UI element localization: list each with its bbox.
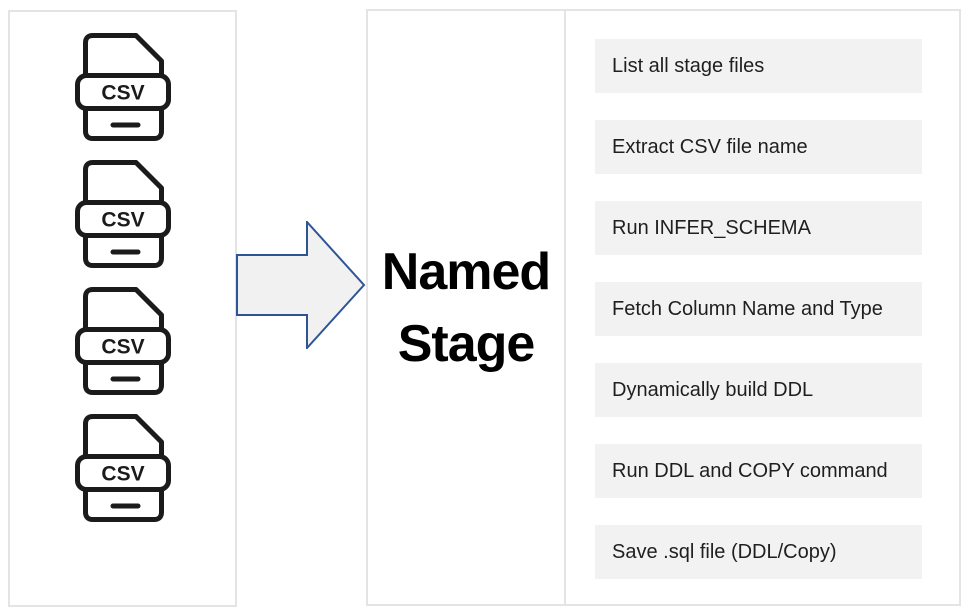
csv-file-icon: CSV bbox=[74, 33, 171, 141]
step-item-list-stage-files: List all stage files bbox=[595, 39, 922, 93]
step-item-build-ddl: Dynamically build DDL bbox=[595, 363, 922, 417]
steps-panel: List all stage files Extract CSV file na… bbox=[564, 9, 961, 606]
step-item-fetch-column-name-type: Fetch Column Name and Type bbox=[595, 282, 922, 336]
right-arrow-icon bbox=[236, 221, 366, 349]
csv-label: CSV bbox=[101, 463, 144, 486]
csv-file-icon: CSV bbox=[74, 160, 171, 268]
csv-file-icon: CSV bbox=[74, 414, 171, 522]
named-stage-title-line1: Named bbox=[381, 242, 551, 301]
csv-label: CSV bbox=[101, 336, 144, 359]
csv-file-icon: CSV bbox=[74, 287, 171, 395]
named-stage-panel: Named Stage bbox=[366, 9, 566, 606]
step-item-extract-csv-name: Extract CSV file name bbox=[595, 120, 922, 174]
step-item-save-sql-file: Save .sql file (DDL/Copy) bbox=[595, 525, 922, 579]
step-item-run-infer-schema: Run INFER_SCHEMA bbox=[595, 201, 922, 255]
csv-label: CSV bbox=[101, 209, 144, 232]
steps-list: List all stage files Extract CSV file na… bbox=[595, 39, 922, 579]
step-item-run-ddl-copy: Run DDL and COPY command bbox=[595, 444, 922, 498]
named-stage-title: Named Stage bbox=[381, 236, 551, 380]
csv-files-panel: CSV CSV CSV CSV bbox=[8, 10, 237, 607]
csv-label: CSV bbox=[101, 82, 144, 105]
named-stage-title-line2: Stage bbox=[397, 314, 536, 373]
